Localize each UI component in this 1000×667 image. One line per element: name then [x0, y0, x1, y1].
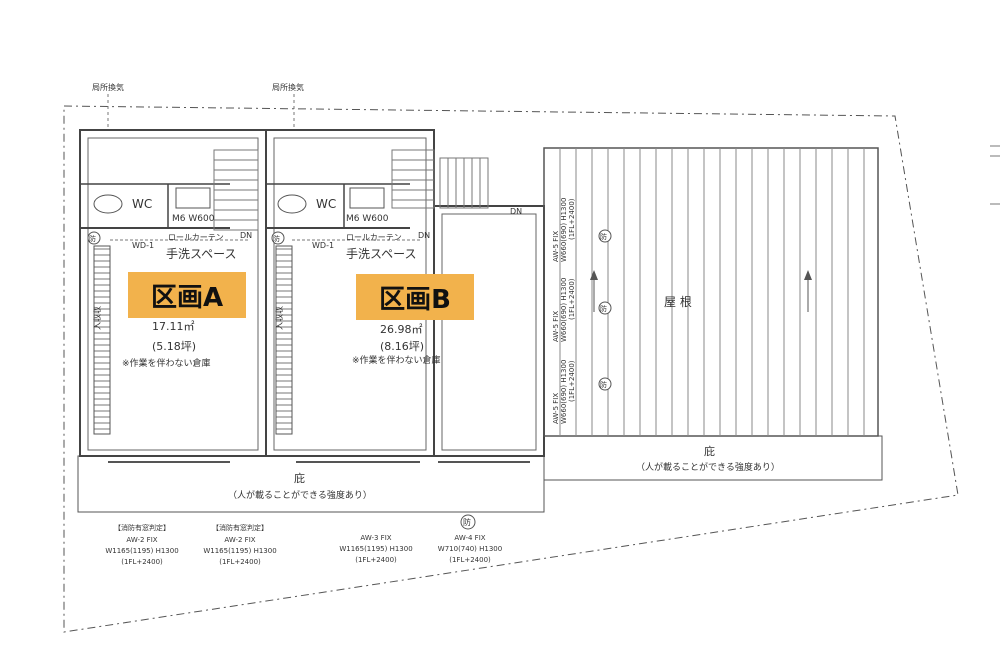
section-a-area: 17.11㎡ — [152, 320, 195, 333]
svg-text:W710(740) H1300: W710(740) H1300 — [438, 545, 502, 553]
eaves-right-label: 庇 — [704, 444, 715, 458]
section-a-tsubo: (5.18坪) — [152, 340, 196, 353]
window-spec-1: 【消防有窓判定】 AW-2 FIX W1165(1195) H1300 (1FL… — [105, 523, 178, 566]
svg-text:AW-2 FIX: AW-2 FIX — [224, 536, 255, 544]
roof-arrow-right-head — [804, 270, 812, 280]
aw5-c-code: AW-5 FIX — [552, 393, 560, 424]
exhaust-left-label: 局所換気 — [92, 82, 124, 92]
stair-c — [439, 157, 489, 209]
section-a-note: ※作業を伴わない倉庫 — [122, 357, 211, 369]
stair-b — [391, 149, 435, 209]
bohan-mark-5: 防 — [273, 234, 280, 243]
roof-label: 屋 根 — [664, 295, 692, 309]
aw5-c-fl: (1FL+2400) — [568, 360, 576, 402]
bohan-circle-1 — [598, 229, 612, 243]
aw5-b-fl: (1FL+2400) — [568, 278, 576, 320]
bohan-mark-2: 防 — [600, 304, 607, 313]
aw5-a-dim: W660(690) H1300 — [560, 198, 568, 262]
eaves-right-note: （人が載ることができる強度あり） — [636, 461, 780, 473]
wc-a-label: WC — [132, 197, 152, 211]
eaves-right-outline — [543, 435, 883, 481]
svg-text:【消防有窓判定】: 【消防有窓判定】 — [212, 523, 268, 532]
dn-b-label: DN — [418, 231, 430, 240]
aw5-a-code: AW-5 FIX — [552, 231, 560, 262]
aw5-a-fl: (1FL+2400) — [568, 198, 576, 240]
svg-text:【消防有窓判定】: 【消防有窓判定】 — [114, 523, 170, 532]
section-b-area: 26.98㎡ — [380, 323, 423, 336]
window-spec-3: AW-3 FIX W1165(1195) H1300 (1FL+2400) — [339, 534, 412, 564]
svg-text:W1165(1195) H1300: W1165(1195) H1300 — [203, 547, 276, 555]
bohan-mark-6: 防 — [463, 517, 471, 527]
toilet-b — [277, 194, 307, 214]
svg-text:AW-3 FIX: AW-3 FIX — [360, 534, 391, 542]
handwash-a-label: 手洗スペース — [166, 247, 237, 261]
bohan-circle-4 — [87, 231, 101, 245]
property-boundary — [63, 105, 959, 633]
toilet-a — [93, 194, 123, 214]
section-a-badge: 区画A — [128, 272, 246, 318]
section-b-tsubo: (8.16坪) — [380, 340, 424, 353]
wd-a-label: WD-1 — [132, 241, 154, 250]
roll-curtain-a-label: ロールカーテン — [168, 233, 224, 242]
bohan-circle-6 — [460, 514, 476, 530]
aw5-b-code: AW-5 FIX — [552, 311, 560, 342]
sink-b — [349, 187, 385, 209]
eaves-left-label: 庇 — [294, 471, 305, 485]
sink-a-label: M6 W600 — [172, 214, 215, 224]
dn-c-label: DN — [510, 207, 522, 216]
bohan-mark-3: 防 — [600, 380, 607, 389]
svg-text:(1FL+2400): (1FL+2400) — [355, 556, 397, 564]
svg-text:(1FL+2400): (1FL+2400) — [219, 558, 261, 566]
aw5-c-dim: W660(690) H1300 — [560, 360, 568, 424]
dn-a-label: DN — [240, 231, 252, 240]
svg-text:(1FL+2400): (1FL+2400) — [121, 558, 163, 566]
wd-b-label: WD-1 — [312, 241, 334, 250]
svg-text:AW-4 FIX: AW-4 FIX — [454, 534, 485, 542]
svg-text:W1165(1195) H1300: W1165(1195) H1300 — [339, 545, 412, 553]
aw5-b-dim: W660(690) H1300 — [560, 278, 568, 342]
section-b-badge: 区画B — [356, 274, 474, 320]
outer-wall-c — [433, 205, 545, 457]
eaves-left-note: （人が載ることができる強度あり） — [228, 489, 372, 501]
bohan-mark-4: 防 — [89, 234, 96, 243]
storage-b-label: 入収収 — [274, 306, 284, 330]
storage-a-label: 入収収 — [92, 306, 102, 330]
svg-text:W1165(1195) H1300: W1165(1195) H1300 — [105, 547, 178, 555]
storage-rack-a — [93, 245, 111, 435]
wc-b-label: WC — [316, 197, 336, 211]
window-spec-4: AW-4 FIX W710(740) H1300 (1FL+2400) — [438, 534, 502, 564]
svg-text:AW-2 FIX: AW-2 FIX — [126, 536, 157, 544]
roof-arrow-left-head — [590, 270, 598, 280]
inner-wall-a — [87, 137, 259, 451]
roof-slats — [559, 148, 865, 436]
section-b-note: ※作業を伴わない倉庫 — [352, 354, 441, 366]
inner-wall-c — [441, 213, 537, 451]
bohan-mark-1: 防 — [600, 232, 607, 241]
bohan-circle-2 — [598, 301, 612, 315]
roll-curtain-b-label: ロールカーテン — [346, 233, 402, 242]
svg-text:(1FL+2400): (1FL+2400) — [449, 556, 491, 564]
roof-outline — [543, 147, 879, 437]
sink-b-label: M6 W600 — [346, 214, 389, 224]
sink-a — [175, 187, 211, 209]
eaves-left-outline — [77, 455, 545, 513]
bohan-circle-3 — [598, 377, 612, 391]
window-spec-2: 【消防有窓判定】 AW-2 FIX W1165(1195) H1300 (1FL… — [203, 523, 276, 566]
exhaust-right-label: 局所換気 — [272, 82, 304, 92]
storage-rack-b — [275, 245, 293, 435]
bohan-circle-5 — [271, 231, 285, 245]
stair-a — [213, 149, 259, 231]
handwash-b-label: 手洗スペース — [346, 247, 417, 261]
